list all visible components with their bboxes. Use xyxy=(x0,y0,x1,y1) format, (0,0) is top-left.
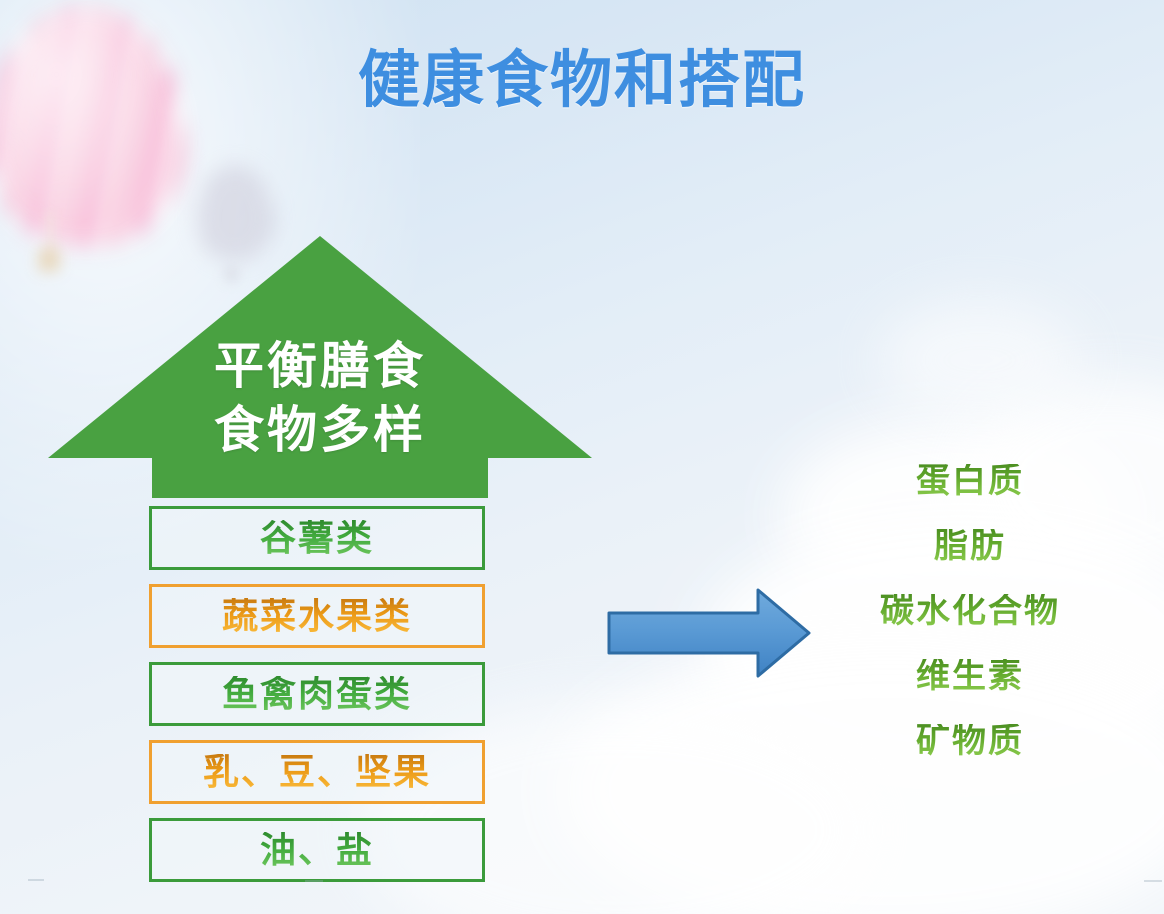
bottom-tick-mark xyxy=(305,880,323,882)
food-group-box-1[interactable]: 谷薯类 xyxy=(149,506,485,570)
nutrient-item: 蛋白质 xyxy=(848,464,1092,498)
hot-air-balloon-highlight xyxy=(0,8,184,246)
hot-air-balloon-basket xyxy=(38,248,60,272)
food-group-box-3[interactable]: 鱼禽肉蛋类 xyxy=(149,662,485,726)
slide-title: 健康食物和搭配 xyxy=(357,46,806,115)
nutrient-item: 矿物质 xyxy=(848,724,1092,758)
nutrient-item: 脂肪 xyxy=(848,529,1092,563)
food-group-box-5[interactable]: 油、盐 xyxy=(149,818,485,882)
right-arrow-shape xyxy=(607,588,811,678)
up-arrow-shape xyxy=(48,236,592,498)
food-group-label: 谷薯类 xyxy=(259,517,374,558)
nutrient-item: 维生素 xyxy=(848,659,1092,693)
cloud-shape xyxy=(880,300,1080,420)
food-group-label: 蔬菜水果类 xyxy=(221,595,412,636)
balanced-diet-arrow: 平衡膳食 食物多样 xyxy=(48,236,592,498)
food-group-label: 油、盐 xyxy=(259,829,374,870)
hot-air-balloon-small-basket xyxy=(225,268,238,281)
food-group-stack: 谷薯类 蔬菜水果类 鱼禽肉蛋类 乳、豆、坚果 油、盐 xyxy=(149,506,485,882)
bottom-tick-mark xyxy=(1144,880,1162,882)
food-group-label: 鱼禽肉蛋类 xyxy=(221,673,412,714)
hot-air-balloon-small-icon xyxy=(196,165,274,261)
food-group-box-2[interactable]: 蔬菜水果类 xyxy=(149,584,485,648)
food-group-label: 乳、豆、坚果 xyxy=(202,751,431,792)
bottom-tick-mark xyxy=(28,879,44,881)
hot-air-balloon-rope xyxy=(48,212,53,258)
food-group-box-4[interactable]: 乳、豆、坚果 xyxy=(149,740,485,804)
nutrient-list: 蛋白质 脂肪 碳水化合物 维生素 矿物质 xyxy=(848,464,1092,758)
flow-arrow-right-icon xyxy=(606,586,812,680)
nutrient-item: 碳水化合物 xyxy=(848,594,1092,628)
